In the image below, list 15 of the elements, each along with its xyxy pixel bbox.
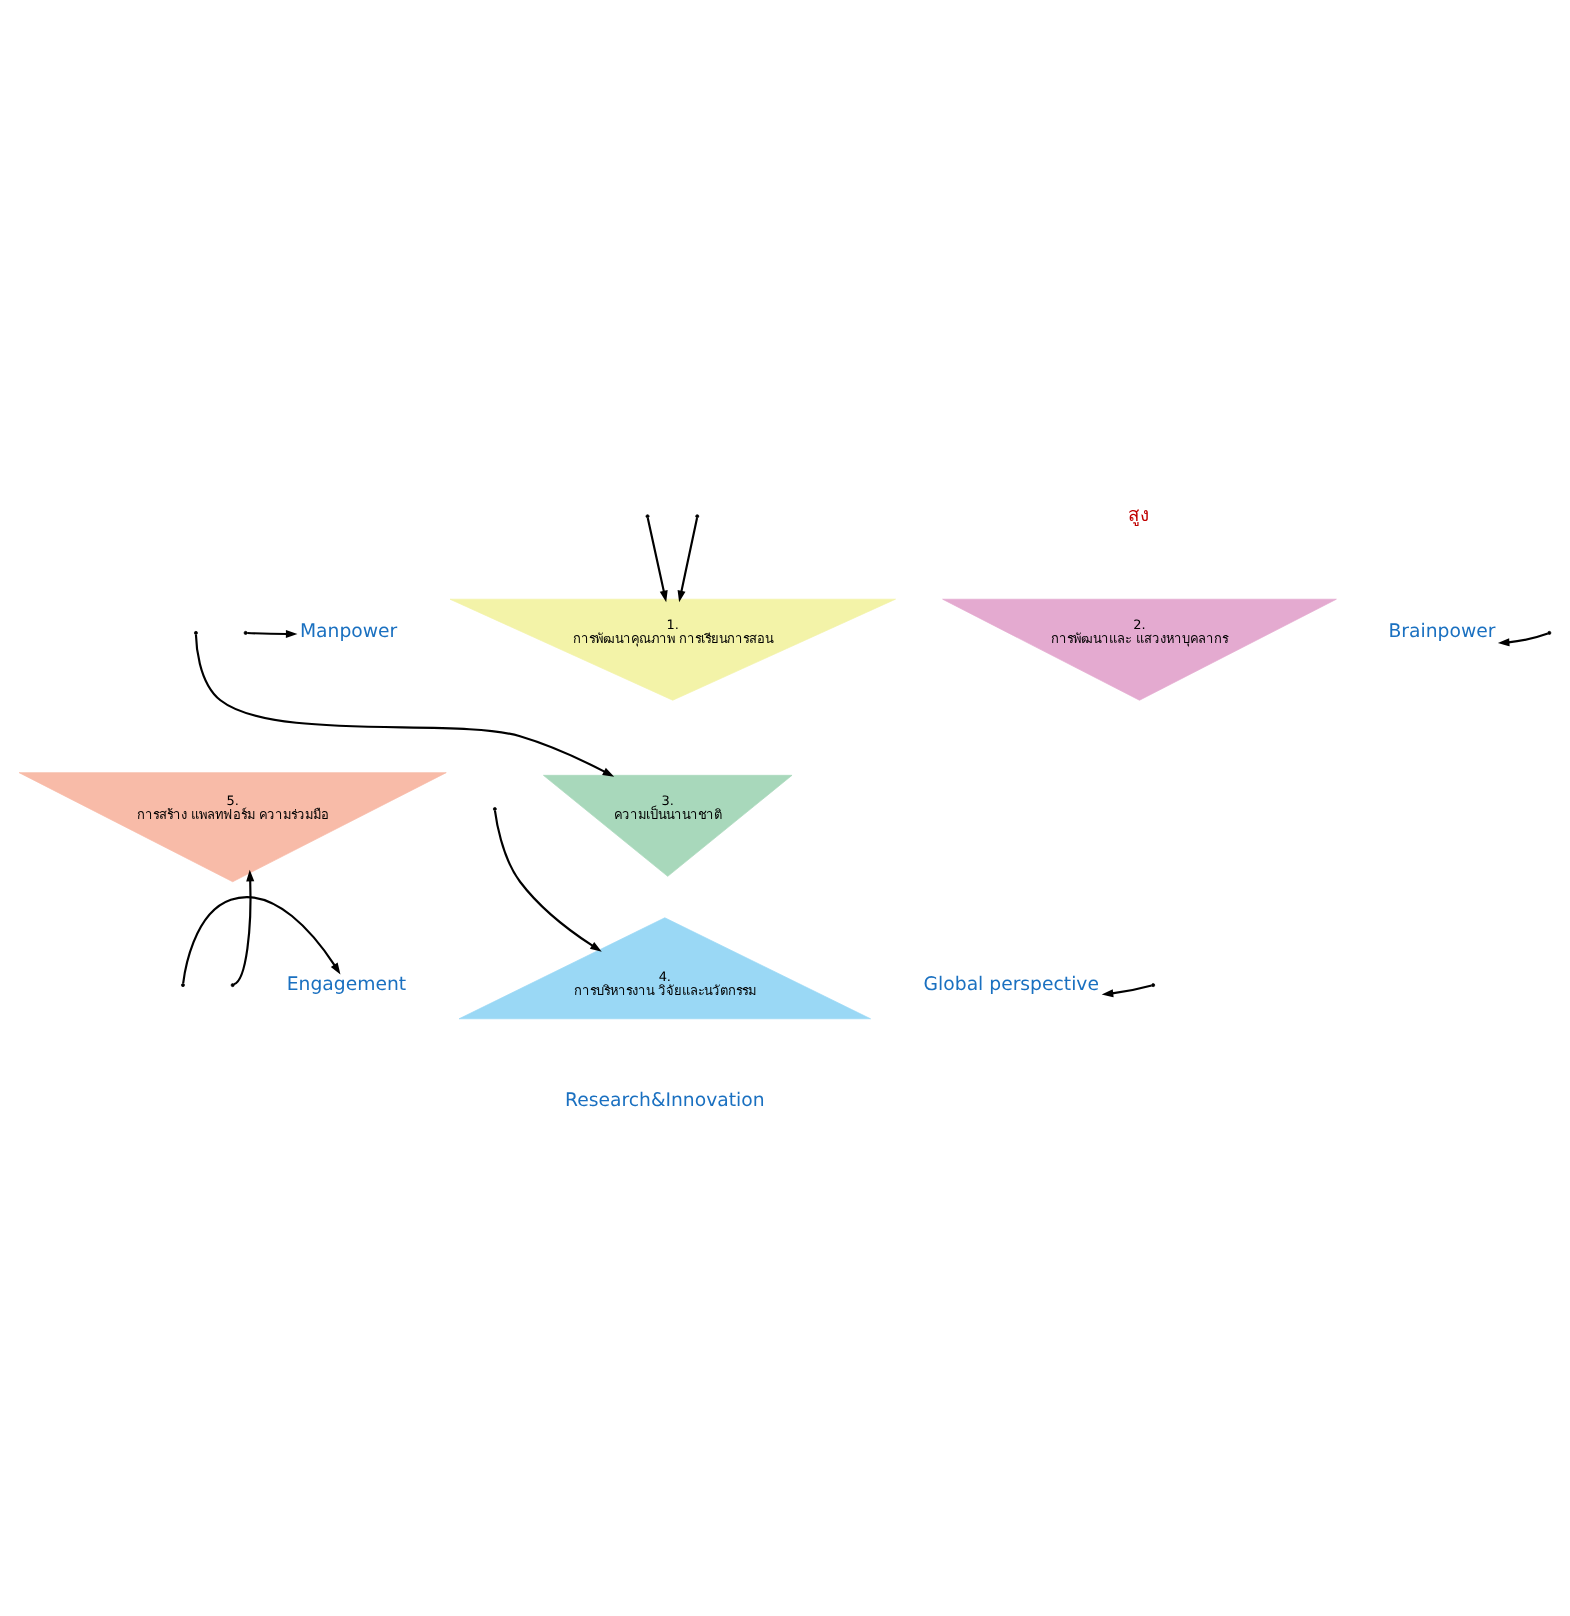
arrow [182,895,341,983]
label: สูง [1128,503,1151,526]
node-text: Global perspective [923,972,1099,995]
node-text: Manpower [299,620,398,643]
arrow [1101,983,1152,997]
arrow [233,868,255,985]
node-text: Brainpower [1388,620,1496,643]
arrow [194,633,615,776]
arrow [677,516,699,602]
arrow [646,516,668,602]
arrow [1497,631,1549,646]
arrow [247,628,298,638]
node-text: Research&Innovation [565,1089,765,1112]
node-text: Engagement [286,972,407,995]
arrow [493,809,602,951]
